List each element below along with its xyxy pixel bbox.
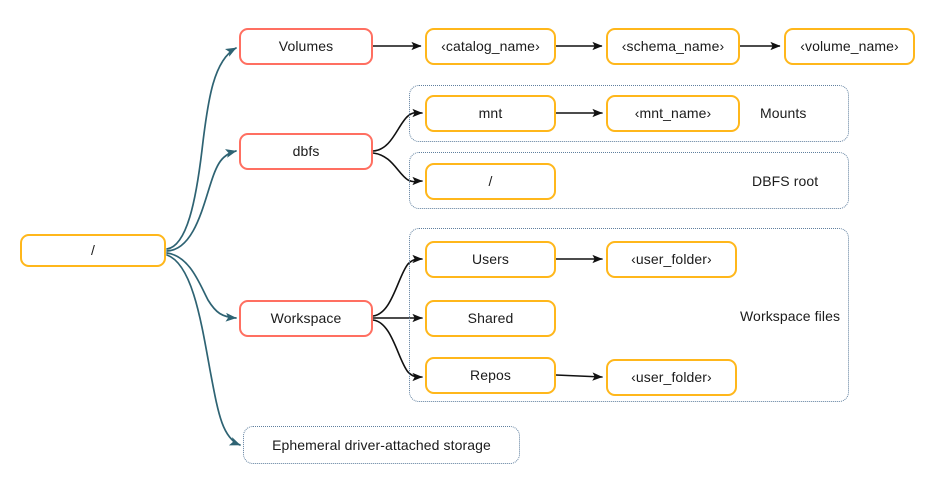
node-shared[interactable]: Shared xyxy=(425,300,556,337)
node-workspace[interactable]: Workspace xyxy=(239,300,373,337)
node-volume-name[interactable]: ‹volume_name› xyxy=(784,28,915,65)
node-dbfs-slash[interactable]: / xyxy=(425,163,556,200)
group-label-dbfs-root: DBFS root xyxy=(752,173,819,189)
node-dbfs[interactable]: dbfs xyxy=(239,133,373,170)
node-root-label: / xyxy=(91,242,95,259)
node-schema-name-label: ‹schema_name› xyxy=(621,38,725,55)
node-repos-folder-label: ‹user_folder› xyxy=(631,369,712,386)
group-label-mounts: Mounts xyxy=(760,105,807,121)
node-users[interactable]: Users xyxy=(425,241,556,278)
node-repos-label: Repos xyxy=(470,367,511,384)
connector-dbfs-to-mnt xyxy=(372,108,423,152)
connector-repos-to-userfolder xyxy=(555,372,603,381)
connector-dbfs-to-dbfsroot xyxy=(372,152,423,186)
node-mnt-name-label: ‹mnt_name› xyxy=(634,105,712,122)
connector-workspace-to-repos xyxy=(372,319,423,382)
connector-root-to-dbfs xyxy=(166,149,237,252)
node-catalog-name-label: ‹catalog_name› xyxy=(441,38,540,55)
node-root[interactable]: / xyxy=(20,234,166,267)
node-ephemeral-storage-label: Ephemeral driver-attached storage xyxy=(272,437,491,453)
node-users-folder[interactable]: ‹user_folder› xyxy=(606,241,737,278)
node-volumes-label: Volumes xyxy=(278,38,334,55)
node-users-folder-label: ‹user_folder› xyxy=(631,251,712,268)
connector-root-to-volumes xyxy=(166,47,237,250)
node-volume-name-label: ‹volume_name› xyxy=(800,38,899,55)
node-workspace-label: Workspace xyxy=(270,310,342,327)
node-schema-name[interactable]: ‹schema_name› xyxy=(606,28,740,65)
connector-workspace-to-users xyxy=(372,254,423,317)
connector-root-to-ephemeral xyxy=(166,254,241,446)
node-ephemeral-storage[interactable]: Ephemeral driver-attached storage xyxy=(243,426,520,464)
node-dbfs-label: dbfs xyxy=(292,143,320,160)
connector-root-to-workspace xyxy=(166,252,237,322)
node-dbfs-slash-label: / xyxy=(488,173,493,190)
node-mnt[interactable]: mnt xyxy=(425,95,556,132)
node-catalog-name[interactable]: ‹catalog_name› xyxy=(425,28,556,65)
node-mnt-name[interactable]: ‹mnt_name› xyxy=(606,95,740,132)
node-repos-folder[interactable]: ‹user_folder› xyxy=(606,359,737,396)
group-box-dbfs-root xyxy=(409,152,849,209)
group-label-workspace-files: Workspace files xyxy=(740,308,841,324)
group-box-workspace-files xyxy=(409,228,849,402)
node-volumes[interactable]: Volumes xyxy=(239,28,373,65)
node-shared-label: Shared xyxy=(467,310,514,327)
node-mnt-label: mnt xyxy=(478,105,503,122)
group-box-mounts xyxy=(409,85,849,142)
node-repos[interactable]: Repos xyxy=(425,357,556,394)
node-users-label: Users xyxy=(471,251,510,268)
